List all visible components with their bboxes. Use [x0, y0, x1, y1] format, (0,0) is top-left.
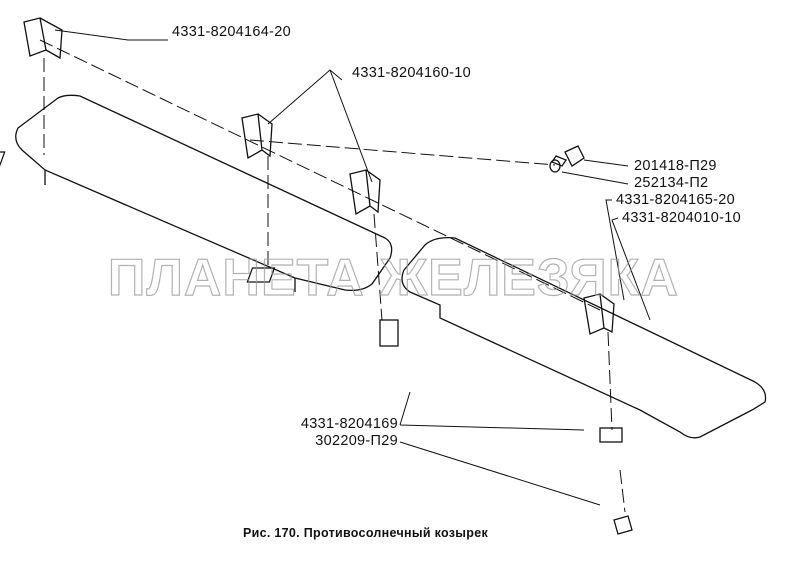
- bracket-right: [583, 293, 615, 335]
- label-bottom-screw: 302209-П29: [315, 433, 398, 449]
- washer: [549, 159, 561, 173]
- label-washer: 252134-П2: [634, 175, 709, 191]
- bracket-middle-1: [241, 113, 273, 160]
- label-bracket-right: 4331-8204165-20: [616, 192, 735, 208]
- label-visor-right: 4331-8204010-10: [622, 210, 741, 226]
- clip-center: [246, 267, 276, 283]
- right-sun-visor: [401, 237, 767, 439]
- figure-caption: Рис. 170. Противосолнечный козырек: [243, 526, 489, 540]
- clip-left: [0, 151, 6, 167]
- label-brackets-middle: 4331-8204160-10: [352, 65, 471, 81]
- bracket-middle-2: [349, 169, 381, 216]
- watermark: ПЛАНЕТА ЖЕЛЕЗЯКА: [107, 248, 679, 307]
- left-sun-visor: [15, 94, 393, 292]
- bracket-top-left: [23, 17, 63, 60]
- screw-top: [551, 145, 585, 167]
- clip-bottom: [379, 319, 399, 347]
- label-screw: 201418-П29: [634, 158, 717, 174]
- screw-bottom: [613, 515, 633, 535]
- label-holder-top-left: 4331-8204164-20: [172, 24, 291, 40]
- label-clip: 4331-8204169: [300, 416, 398, 432]
- clip-right: [599, 427, 623, 443]
